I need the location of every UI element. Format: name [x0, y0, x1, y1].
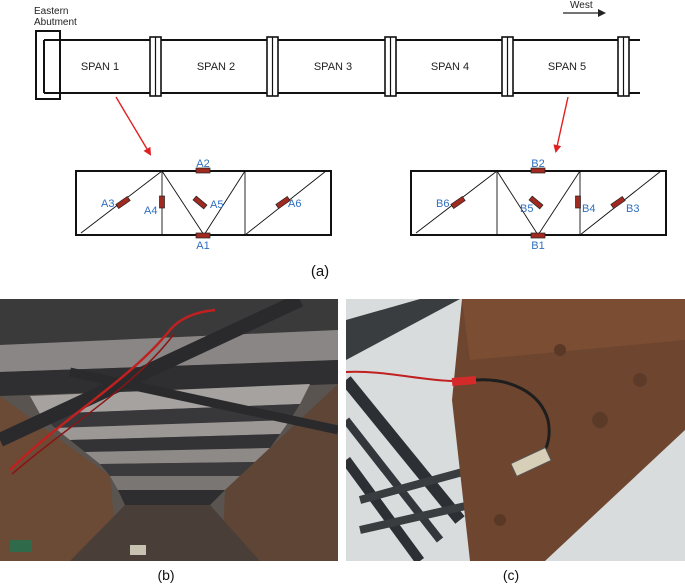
sensor-b2	[530, 167, 546, 174]
sensor-a5	[192, 195, 208, 210]
label-a6: A6	[288, 198, 301, 210]
abutment-label-line2: Abutment	[34, 17, 77, 28]
eastern-abutment	[35, 30, 61, 100]
sensor-b3	[610, 195, 626, 210]
sensor-b6	[450, 195, 466, 210]
label-b1: B1	[531, 240, 544, 252]
bridge-deck	[43, 39, 640, 94]
label-b3: B3	[626, 203, 639, 215]
photo-c-sensor-closeup	[346, 299, 685, 561]
pier-4	[501, 36, 514, 97]
span-1-callout-arrow	[115, 96, 152, 156]
span-4-label: SPAN 4	[431, 61, 469, 73]
span-1-truss-detail: A2 A1 A3 A4 A5 A6	[75, 158, 332, 252]
sensor-a1	[195, 232, 211, 239]
abutment-label-line1: Eastern	[34, 6, 68, 17]
sensor-a2	[195, 167, 211, 174]
label-a5: A5	[210, 199, 223, 211]
span-5-callout-arrow	[553, 96, 569, 153]
pier-3	[384, 36, 397, 97]
span-5-truss-detail: B2 B1 B6 B5 B4 B3	[410, 158, 667, 252]
sensor-b1	[530, 232, 546, 239]
span-1-label: SPAN 1	[81, 61, 119, 73]
label-b2: B2	[531, 158, 544, 170]
pier-2	[266, 36, 279, 97]
label-b6: B6	[436, 198, 449, 210]
pier-1	[149, 36, 162, 97]
photo-b-deck-underside	[0, 299, 338, 561]
sensor-b4	[575, 195, 581, 209]
bridge-schematic: Eastern Abutment West	[34, 0, 640, 156]
label-b5: B5	[520, 203, 533, 215]
caption-c: (c)	[503, 567, 519, 583]
label-a3: A3	[101, 198, 114, 210]
direction-label: West	[570, 0, 593, 11]
label-a4: A4	[144, 205, 157, 217]
span-3-label: SPAN 3	[314, 61, 352, 73]
sensor-a3	[115, 195, 131, 210]
span-5-label: SPAN 5	[548, 61, 586, 73]
span-2-label: SPAN 2	[197, 61, 235, 73]
caption-b: (b)	[157, 567, 174, 583]
caption-a: (a)	[311, 263, 329, 280]
label-b4: B4	[582, 203, 595, 215]
sensor-a6	[275, 195, 291, 210]
sensor-b5	[528, 195, 544, 210]
label-a1: A1	[196, 240, 209, 252]
pier-5	[617, 36, 630, 97]
label-a2: A2	[196, 158, 209, 170]
sensor-a4	[159, 195, 165, 209]
